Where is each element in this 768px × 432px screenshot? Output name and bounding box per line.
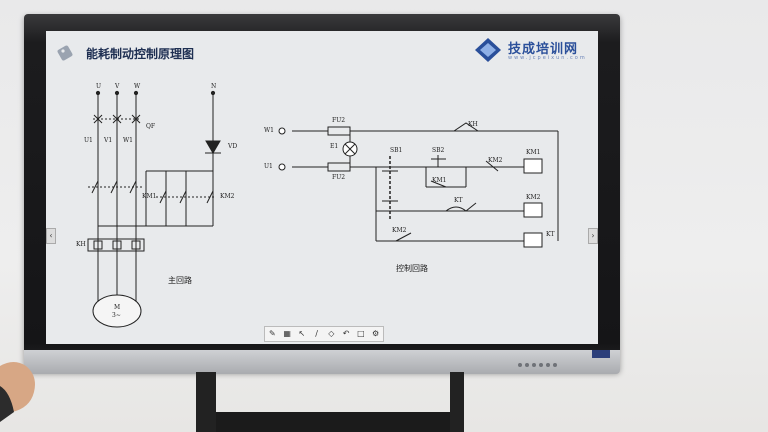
shape-icon[interactable]: □ (357, 329, 365, 338)
monitor-chin (24, 350, 620, 374)
next-slide-button[interactable]: › (588, 228, 598, 244)
fuse1-label: FU2 (332, 117, 346, 124)
km2-contact-label: KM2 (488, 157, 503, 164)
phase-v-label: V (115, 83, 120, 90)
kt-coil-label: KT (546, 231, 555, 238)
settings-icon[interactable]: ⚙ (372, 329, 380, 338)
km2-bottom-contact-label: KM2 (392, 227, 407, 234)
menu-button[interactable] (525, 363, 529, 367)
eraser-icon[interactable]: ◇ (328, 329, 335, 338)
circuit-diagram (87, 90, 559, 328)
km1-contact-label: KM1 (432, 177, 447, 184)
brand-name: 技成培训网 (508, 42, 579, 57)
brand-logo-icon (475, 38, 501, 62)
start-button-label: SB2 (432, 147, 445, 154)
presentation-screen[interactable]: 能耗制动控制原理图 技成培训网 www.jcpeixun.com (46, 31, 598, 344)
volume-down-button[interactable] (532, 363, 536, 367)
brush-icon[interactable]: ∕ (315, 329, 318, 338)
control-input-w1: W1 (264, 127, 274, 134)
source-button[interactable] (546, 363, 550, 367)
prev-slide-button[interactable]: ‹ (46, 228, 56, 244)
grid-icon[interactable]: ▦ (283, 329, 291, 338)
kh-contact-label: KH (468, 121, 478, 128)
cursor-icon[interactable]: ↖ (298, 329, 306, 338)
tag-icon (57, 45, 73, 61)
neutral-label: N (211, 83, 217, 90)
km1-coil-label: KM1 (526, 149, 541, 156)
lamp-label: E1 (330, 143, 339, 150)
stop-button-label: SB1 (390, 147, 403, 154)
phase-u1-label: U1 (84, 137, 93, 144)
stand-shelf (216, 412, 450, 432)
stand-leg-left (196, 372, 216, 432)
presenter-hand (0, 362, 35, 422)
relay-kh-label: KH (76, 241, 86, 248)
main-circuit-caption: 主回路 (168, 276, 192, 285)
phase-w1-label: W1 (123, 137, 133, 144)
power-button[interactable] (518, 363, 522, 367)
phase-v1-label: V1 (104, 137, 113, 144)
annotation-toolbar: ✎ ▦ ↖ ∕ ◇ ↶ □ ⚙ (264, 326, 384, 342)
brand-tagline: www.jcpeixun.com (508, 55, 587, 61)
fuse2-label: FU2 (332, 174, 346, 181)
contactor-km1-label: KM1 (142, 193, 157, 200)
phase-u-label: U (96, 83, 102, 90)
stand-leg-right (450, 372, 464, 432)
phase-w-label: W (134, 83, 141, 90)
slide-header: 能耗制动控制原理图 技成培训网 www.jcpeixun.com (46, 31, 598, 67)
slide-title: 能耗制动控制原理图 (86, 47, 195, 61)
breaker-label: QF (146, 123, 156, 130)
motor-type-label: 3~ (112, 312, 121, 319)
home-button[interactable] (553, 363, 557, 367)
undo-icon[interactable]: ↶ (342, 329, 350, 338)
control-circuit-caption: 控制回路 (396, 264, 428, 273)
pen-icon[interactable]: ✎ (269, 329, 276, 338)
km2-coil-label: KM2 (526, 194, 541, 201)
kt-contact-label: KT (454, 197, 463, 204)
contactor-km2-label: KM2 (220, 193, 235, 200)
volume-up-button[interactable] (539, 363, 543, 367)
monitor-logo-badge (592, 350, 610, 358)
control-input-u1: U1 (264, 163, 273, 170)
diode-label: VD (228, 143, 238, 150)
motor-label: M (114, 304, 121, 311)
monitor-buttons (518, 363, 557, 367)
